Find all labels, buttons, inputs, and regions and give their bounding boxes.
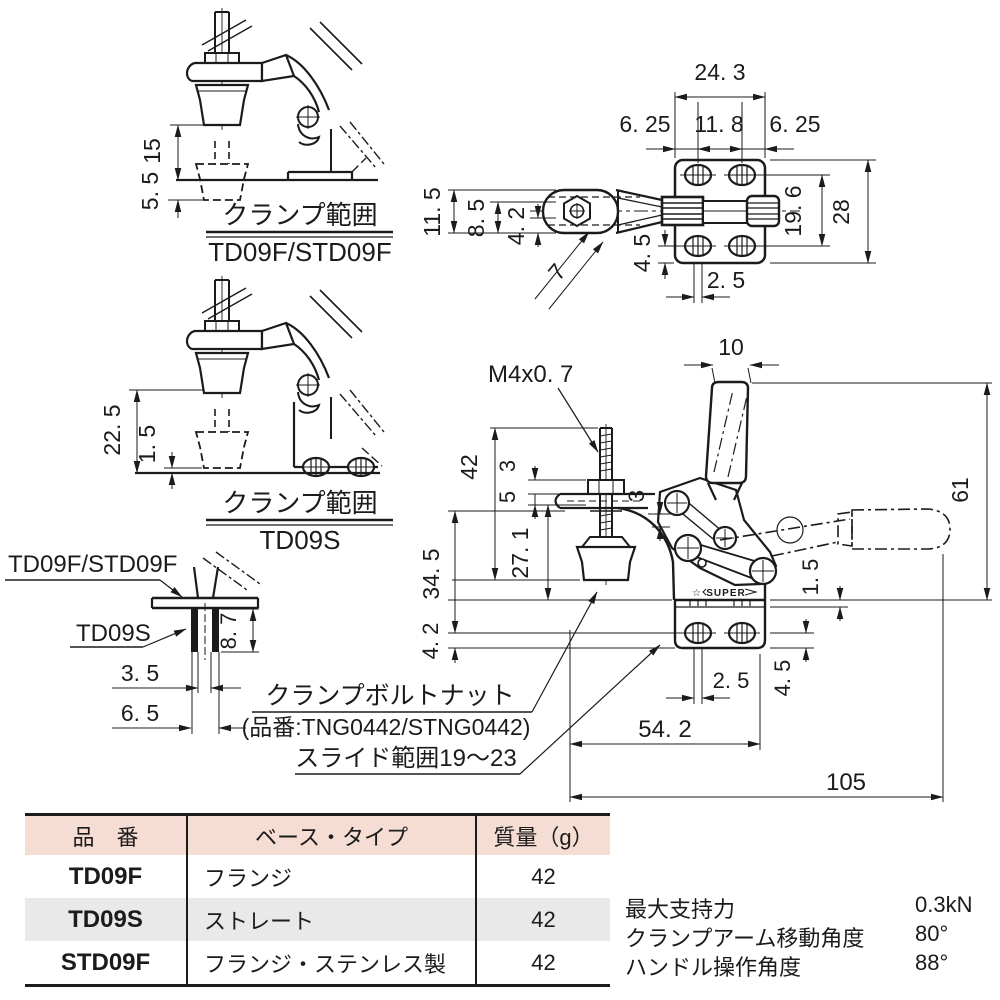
mounting-hole bbox=[678, 621, 718, 645]
clamp-range-caption: クランプ範囲 bbox=[222, 488, 377, 518]
note-slide-range: スライド範囲19～23 bbox=[295, 745, 516, 772]
dim-6-5-label: 6. 5 bbox=[121, 700, 159, 726]
dim-10-label: 10 bbox=[718, 334, 744, 360]
model-caption-flange: TD09F/STD09F bbox=[208, 237, 392, 267]
spec-row: クランプアーム移動角度 80° bbox=[625, 921, 997, 951]
note-clamp-bolt-nut: クランプボルトナット bbox=[265, 682, 514, 710]
spec-label-max-load: 最大支持力 bbox=[625, 897, 736, 922]
dim-1-5-label: 1. 5 bbox=[134, 425, 160, 463]
flange-detail-label: TD09F/STD09F bbox=[8, 551, 177, 578]
clamp-range-caption: クランプ範囲 bbox=[222, 200, 377, 230]
dim-22-5-label: 22. 5 bbox=[99, 404, 125, 455]
table-bottom-border bbox=[25, 984, 610, 987]
part-number: STD09F bbox=[60, 948, 151, 976]
dim-4-2-label: 4. 2 bbox=[503, 207, 529, 245]
dim-6-25-right-label: 6. 25 bbox=[769, 111, 820, 137]
table-row: TD09F フランジ 42 bbox=[25, 855, 610, 898]
table-header-row: 品 番 ベース・タイプ 質量（g） bbox=[25, 816, 610, 855]
dim-6-25-left-label: 6. 25 bbox=[619, 111, 670, 137]
spec-row: ハンドル操作角度 88° bbox=[625, 950, 997, 980]
dim-34-5-label: 34. 5 bbox=[418, 548, 444, 599]
dim-8-5-label: 8. 5 bbox=[463, 199, 489, 237]
dim-7-label: 7 bbox=[543, 259, 571, 286]
dim-5-5-label: 5. 5 bbox=[137, 172, 163, 210]
dim-3-arm-label: 3 bbox=[624, 490, 649, 502]
table-column-separator bbox=[475, 813, 477, 987]
base-type: フランジ・ステンレス製 bbox=[204, 951, 447, 977]
star-icon: ☆ bbox=[692, 588, 702, 599]
mass-value: 42 bbox=[531, 949, 556, 975]
dim-15-label: 15 bbox=[139, 138, 165, 164]
dim-4-2-label: 4. 2 bbox=[418, 623, 443, 660]
dim-4-5-label: 4. 5 bbox=[770, 660, 795, 697]
dim-24-3-label: 24. 3 bbox=[694, 59, 745, 85]
view-plan: 24. 3 6. 25 11. 8 6. 25 11. 5 8. 5 4. 2 … bbox=[419, 59, 876, 310]
dim-105-label: 105 bbox=[826, 769, 866, 796]
dim-19-6-label: 19. 6 bbox=[780, 185, 806, 236]
spec-value-arm-angle: 80° bbox=[915, 921, 949, 946]
dim-28-label: 28 bbox=[828, 199, 854, 225]
spec-row: 最大支持力 0.3kN bbox=[625, 892, 997, 922]
base-type: ストレート bbox=[204, 908, 315, 934]
part-number: TD09S bbox=[68, 905, 143, 933]
base-type: フランジ bbox=[204, 865, 293, 891]
parts-table: 品 番 ベース・タイプ 質量（g） TD09F フランジ 42 TD09S スト… bbox=[25, 813, 610, 987]
logo-text: SUPER bbox=[706, 588, 745, 599]
header-part-number: 品 番 bbox=[72, 824, 139, 850]
table-row: STD09F フランジ・ステンレス製 42 bbox=[25, 941, 610, 984]
thread-ticks bbox=[599, 433, 613, 531]
spec-list: 最大支持力 0.3kN クランプアーム移動角度 80° ハンドル操作角度 88° bbox=[625, 892, 997, 980]
spec-label-arm-angle: クランプアーム移動角度 bbox=[625, 926, 865, 951]
view-side-flange: 15 5. 5 クランプ範囲 TD09F/STD09F bbox=[137, 6, 393, 267]
mass-value: 42 bbox=[531, 863, 556, 889]
pivot-pins bbox=[663, 489, 804, 586]
dim-4-5-label: 4. 5 bbox=[629, 234, 655, 272]
dim-2-5-label: 2. 5 bbox=[713, 668, 750, 693]
straight-detail-label: TD09S bbox=[76, 620, 151, 647]
dim-3-5-label: 3. 5 bbox=[121, 660, 159, 686]
dim-61-label: 61 bbox=[947, 477, 973, 503]
spec-label-handle-angle: ハンドル操作角度 bbox=[625, 955, 802, 980]
thread-spec-label: M4x0. 7 bbox=[488, 361, 573, 388]
dim-11-8-label: 11. 8 bbox=[694, 111, 743, 137]
spec-value-max-load: 0.3kN bbox=[915, 892, 973, 917]
dim-8-7-label: 8. 7 bbox=[216, 613, 241, 650]
part-number: TD09F bbox=[68, 862, 143, 890]
dim-3-nut-label: 3 bbox=[495, 460, 520, 472]
dim-2-5-label: 2. 5 bbox=[707, 267, 745, 293]
dim-11-5-label: 11. 5 bbox=[419, 187, 445, 236]
spec-value-handle-angle: 88° bbox=[915, 950, 949, 975]
note-part-numbers: (品番:TNG0442/STNG0442) bbox=[242, 714, 531, 740]
dim-27-1-label: 27. 1 bbox=[507, 527, 533, 578]
brand-logo: ☆ SUPER bbox=[692, 588, 758, 599]
mounting-hole bbox=[722, 621, 762, 645]
view-side-straight: 22. 5 1. 5 クランプ範囲 TD09S bbox=[99, 274, 393, 555]
handle-phantom-open bbox=[719, 508, 951, 557]
handle-grip bbox=[704, 380, 750, 485]
dim-5-label: 5 bbox=[495, 491, 520, 503]
dim-1-5-label: 1. 5 bbox=[798, 559, 823, 596]
dim-54-2-label: 54. 2 bbox=[638, 716, 691, 743]
header-base-type: ベース・タイプ bbox=[255, 824, 408, 850]
table-row: TD09S ストレート 42 bbox=[25, 898, 610, 941]
table-column-separator bbox=[186, 813, 188, 987]
mass-value: 42 bbox=[531, 906, 556, 932]
view-front: ☆ SUPER 10 M4x0. 7 61 42 bbox=[418, 334, 992, 802]
leader-notes: クランプボルトナット (品番:TNG0442/STNG0442) スライド範囲1… bbox=[242, 591, 661, 775]
table-top-border bbox=[25, 813, 610, 816]
view-base-detail: TD09F/STD09F TD09S 8. 7 3. 5 6. 5 bbox=[5, 551, 261, 734]
model-caption-straight: TD09S bbox=[260, 525, 341, 555]
header-mass: 質量（g） bbox=[493, 824, 594, 850]
dim-42-label: 42 bbox=[456, 454, 482, 480]
